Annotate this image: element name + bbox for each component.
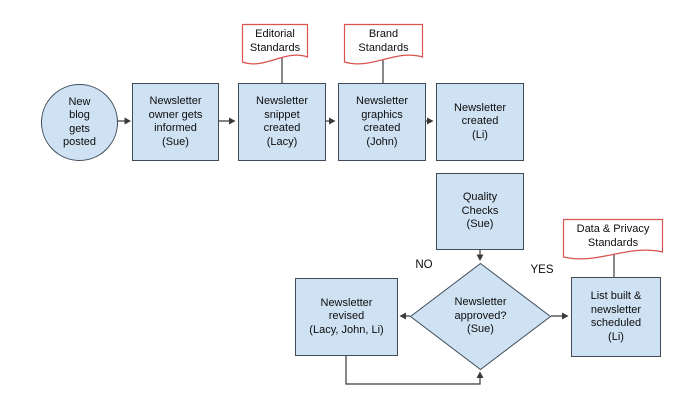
node-label: Newsletter snippet created (Lacy) xyxy=(256,95,308,148)
doc-label: Brand Standards xyxy=(358,28,409,54)
doc-brand-standards: Brand Standards xyxy=(343,23,424,71)
start-circle: New blog gets posted xyxy=(41,84,118,161)
doc-label: Data & Privacy Standards xyxy=(576,223,650,249)
edge-label-yes: YES xyxy=(530,264,554,276)
document-shape-icon xyxy=(562,218,664,260)
document-shape-icon xyxy=(241,23,309,65)
node-label: Newsletter approved? (Sue) xyxy=(454,296,507,336)
doc-label: Editorial Standards xyxy=(249,28,301,54)
node-label: Newsletter revised (Lacy, John, Li) xyxy=(309,296,384,336)
node-label: Newsletter graphics created (John) xyxy=(356,95,408,148)
document-shape-icon xyxy=(343,23,424,65)
process-graphics-created: Newsletter graphics created (John) xyxy=(338,83,426,161)
node-label: List built & newsletter scheduled (Li) xyxy=(590,290,642,343)
node-label: Newsletter owner gets informed (Sue) xyxy=(148,95,203,148)
process-owner-informed: Newsletter owner gets informed (Sue) xyxy=(132,83,219,161)
decision-newsletter-approved: Newsletter approved? (Sue) xyxy=(409,262,552,371)
doc-data-privacy-standards: Data & Privacy Standards xyxy=(562,218,664,266)
doc-editorial-standards: Editorial Standards xyxy=(241,23,309,71)
process-list-built: List built & newsletter scheduled (Li) xyxy=(571,277,661,357)
node-label: Newsletter created (Li) xyxy=(454,101,506,141)
process-newsletter-revised: Newsletter revised (Lacy, John, Li) xyxy=(295,278,398,356)
process-snippet-created: Newsletter snippet created (Lacy) xyxy=(238,83,326,161)
process-newsletter-created: Newsletter created (Li) xyxy=(436,83,524,161)
node-label: New blog gets posted xyxy=(62,95,97,149)
process-quality-checks: Quality Checks (Sue) xyxy=(436,173,524,250)
connector-revised-to-decision xyxy=(345,356,484,385)
node-label: Quality Checks (Sue) xyxy=(461,191,499,231)
diamond-shape-icon xyxy=(409,262,552,371)
edge-label-no: NO xyxy=(415,259,433,271)
